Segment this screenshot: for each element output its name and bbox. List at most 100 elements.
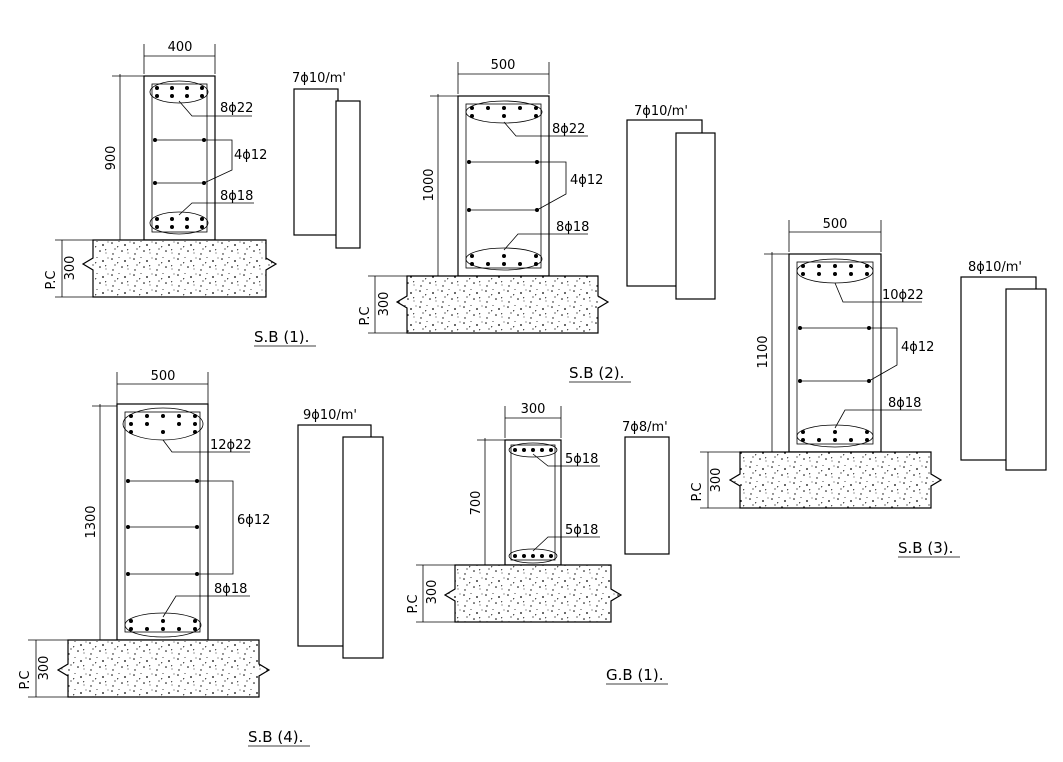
bottom-bars-label: 8ϕ18 (556, 220, 589, 235)
side-bars-leader (203, 139, 233, 184)
bottom-bars-label: 8ϕ18 (214, 582, 247, 597)
pc-thickness: 300 (377, 292, 392, 317)
bottom-bars-leader (162, 595, 250, 618)
plain-concrete-footing (56, 639, 271, 698)
height-dimension: 900 (104, 146, 119, 171)
side-bars-leader (197, 480, 234, 575)
plain-concrete-footing (443, 564, 623, 623)
top-bars-callout (508, 442, 558, 458)
stirrup (151, 83, 208, 233)
top-bars-label: 12ϕ22 (210, 438, 252, 453)
top-bars (129, 414, 197, 434)
pc-thickness: 300 (63, 256, 78, 281)
top-bars (513, 448, 553, 452)
stirrup-detail (624, 436, 670, 555)
height-dimension: 700 (469, 491, 484, 516)
bottom-bars-callout (149, 211, 209, 235)
bottom-bars-leader (178, 202, 254, 216)
pc-label: P.C (18, 670, 33, 689)
pc-label: P.C (406, 594, 421, 613)
side-bars-leader (868, 327, 898, 382)
top-bars-leader (834, 282, 922, 303)
plain-concrete-footing (81, 239, 278, 298)
top-bars-leader (162, 439, 250, 453)
bottom-bars-label: 8ϕ18 (888, 396, 921, 411)
section-title: S.B (4). (248, 728, 303, 746)
stirrup-label: 7ϕ10/m' (634, 104, 688, 119)
pc-label: P.C (358, 306, 373, 325)
section-title: S.B (1). (254, 328, 309, 346)
stirrup-label: 9ϕ10/m' (303, 408, 357, 423)
top-bars-label: 10ϕ22 (882, 288, 924, 303)
pc-label: P.C (44, 270, 59, 289)
side-bars-label: 4ϕ12 (234, 148, 267, 163)
top-bars-callout (465, 100, 543, 124)
section-sb4: 500 1300 12ϕ22 6ϕ12 8ϕ18 (18, 369, 384, 747)
stirrup-detail-inner (342, 436, 384, 659)
side-bars-leader (536, 161, 567, 211)
side-bars (153, 138, 206, 185)
pc-thickness: 300 (425, 580, 440, 605)
top-bars-label: 8ϕ22 (552, 122, 585, 137)
beam-outline (504, 439, 562, 566)
bottom-bars-label: 5ϕ18 (565, 523, 598, 538)
stirrup (796, 261, 874, 445)
pc-label: P.C (690, 482, 705, 501)
bottom-bars (513, 554, 553, 558)
pc-thickness: 300 (37, 656, 52, 681)
side-bars-label: 4ϕ12 (570, 173, 603, 188)
stirrup-label: 7ϕ8/m' (622, 420, 668, 435)
bottom-bars-callout (124, 612, 202, 638)
side-bars-label: 4ϕ12 (901, 340, 934, 355)
top-bars (470, 106, 538, 118)
bottom-bars (129, 619, 197, 631)
top-bars-leader (532, 453, 600, 467)
top-bars-leader (503, 121, 588, 137)
section-sb1: 400 900 8ϕ22 4ϕ12 8ϕ18 P.C (44, 40, 361, 347)
stirrup-label: 8ϕ10/m' (968, 260, 1022, 275)
bottom-bars-callout (508, 548, 558, 564)
beam-outline (143, 75, 216, 241)
stirrup-detail-inner (675, 132, 716, 300)
width-dimension: 500 (823, 217, 848, 232)
bottom-bars-leader (532, 536, 600, 552)
section-title: S.B (2). (569, 364, 624, 382)
bottom-bars-callout (796, 424, 874, 448)
section-title: G.B (1). (606, 666, 663, 684)
side-bars-label: 6ϕ12 (237, 513, 270, 528)
plain-concrete-footing (395, 275, 610, 334)
top-bars (155, 86, 204, 98)
top-bars (801, 264, 869, 276)
stirrup-detail-inner (1005, 288, 1047, 471)
bottom-bars (155, 217, 204, 229)
width-dimension: 500 (491, 58, 516, 73)
stirrup-label: 7ϕ10/m' (292, 71, 346, 86)
bottom-bars (801, 430, 869, 442)
height-dimension: 1000 (422, 168, 437, 201)
bottom-bars-label: 8ϕ18 (220, 189, 253, 204)
section-sb2: 500 1000 8ϕ22 4ϕ12 8ϕ18 P. (358, 58, 716, 383)
beam-outline (116, 403, 209, 641)
beam-outline (788, 253, 882, 453)
pc-thickness: 300 (709, 468, 724, 493)
bottom-bars-leader (834, 409, 922, 429)
plain-concrete-footing (728, 451, 943, 509)
top-bars-label: 8ϕ22 (220, 101, 253, 116)
section-sb3: 500 1100 10ϕ22 4ϕ12 8ϕ18 P (690, 217, 1047, 558)
top-bars-label: 5ϕ18 (565, 452, 598, 467)
stirrup (124, 411, 201, 633)
width-dimension: 500 (151, 369, 176, 384)
width-dimension: 400 (168, 40, 193, 55)
section-title: S.B (3). (898, 539, 953, 557)
bottom-bars (470, 254, 538, 266)
bottom-bars-callout (465, 247, 543, 271)
side-bars (126, 479, 199, 576)
bottom-bars-leader (503, 233, 588, 251)
stirrup (465, 103, 542, 269)
width-dimension: 300 (521, 402, 546, 417)
section-gb1: 300 700 5ϕ18 5ϕ18 P.C 300 7ϕ8/m' G.B (1)… (406, 402, 670, 685)
top-bars-callout (149, 80, 209, 104)
stirrup-detail-inner (335, 100, 361, 249)
beam-outline (457, 95, 550, 277)
